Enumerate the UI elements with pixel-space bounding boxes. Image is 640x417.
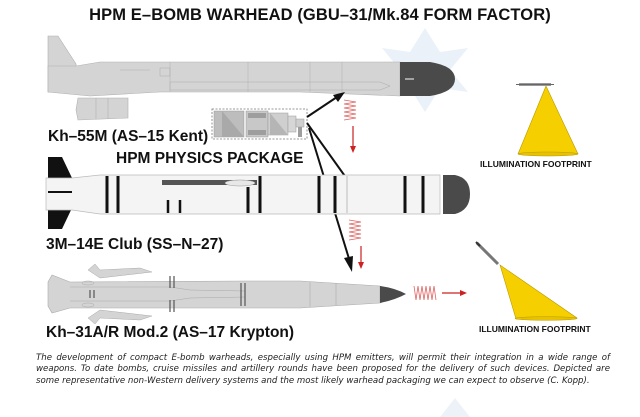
illumination-footprint-label-1: ILLUMINATION FOOTPRINT bbox=[480, 159, 592, 169]
emission-wave-2 bbox=[348, 219, 362, 241]
club-body bbox=[45, 174, 441, 215]
kh55m-missile bbox=[47, 35, 455, 121]
diagram-title: HPM E–BOMB WARHEAD (GBU–31/Mk.84 FORM FA… bbox=[89, 6, 551, 24]
kh55m-body bbox=[47, 61, 401, 97]
kh31-nose bbox=[380, 286, 406, 303]
club-tail-fin-top bbox=[48, 157, 72, 178]
kh31-missile bbox=[47, 263, 406, 325]
kh31-fin-bottom bbox=[87, 309, 153, 325]
emission-arrows bbox=[350, 126, 467, 296]
missile-label-club: 3M–14E Club (SS–N–27) bbox=[46, 236, 224, 253]
illumination-footprint-label-2: ILLUMINATION FOOTPRINT bbox=[479, 324, 591, 334]
emission-wave-3 bbox=[413, 285, 437, 301]
club-missile bbox=[45, 157, 470, 229]
kh31-fin-top bbox=[87, 263, 153, 279]
club-nose bbox=[443, 175, 470, 214]
club-tail-fin-bottom bbox=[48, 208, 72, 229]
figure-caption: The development of compact E-bomb warhea… bbox=[36, 353, 610, 386]
kh55m-nose bbox=[400, 62, 455, 96]
kh31-body bbox=[47, 274, 381, 314]
hpm-physics-package bbox=[211, 108, 308, 140]
emission-waves bbox=[343, 99, 437, 301]
physics-package-label: HPM PHYSICS PACKAGE bbox=[116, 150, 304, 167]
emission-wave-1 bbox=[343, 99, 357, 121]
illumination-cone-1 bbox=[516, 83, 579, 157]
missile-label-kh55m: Kh–55M (AS–15 Kent) bbox=[48, 128, 209, 145]
kh55m-engine-pod bbox=[75, 97, 129, 121]
illumination-cone-2 bbox=[475, 241, 578, 321]
missile-label-kh31: Kh–31A/R Mod.2 (AS–17 Krypton) bbox=[46, 324, 295, 341]
